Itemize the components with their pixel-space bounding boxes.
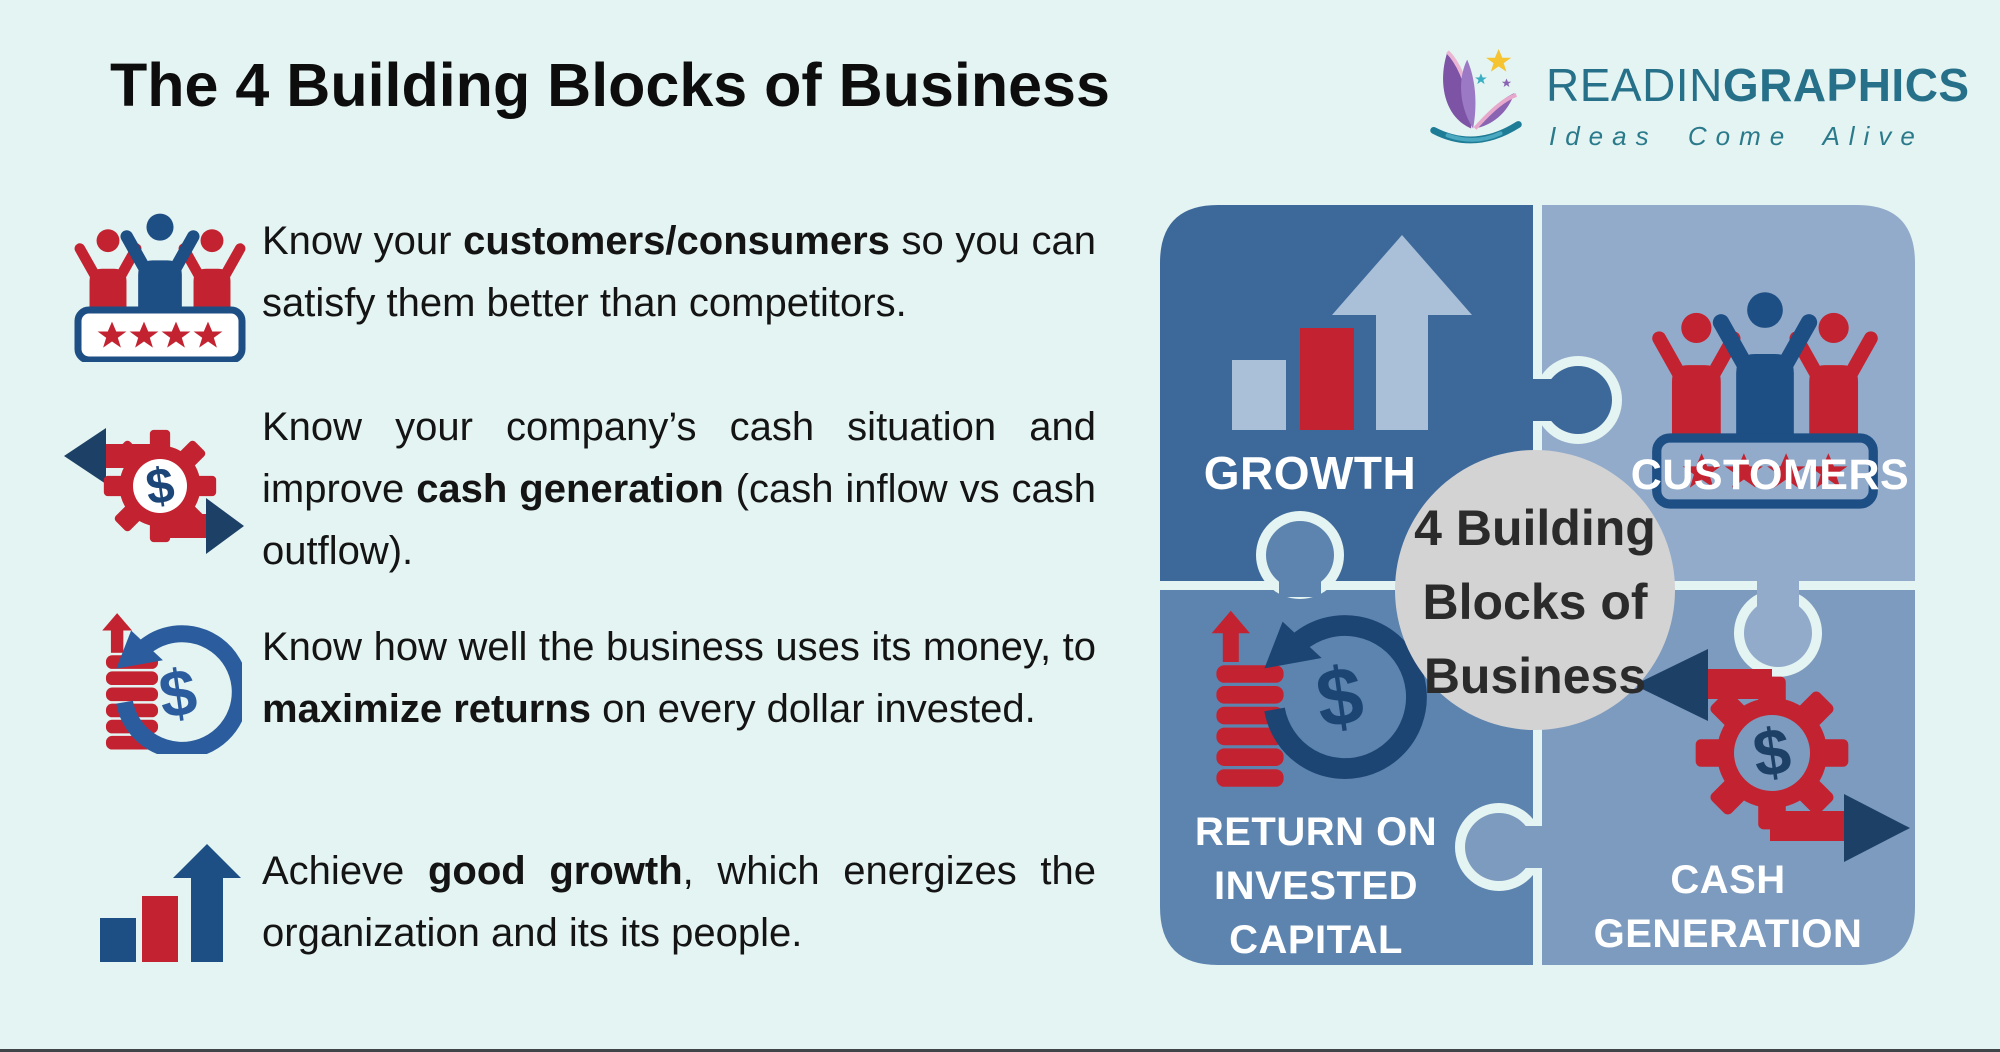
coin-stack-return-cycle-icon: $ — [102, 613, 242, 754]
label-growth: GROWTH — [1204, 447, 1417, 499]
puzzle-knob — [1510, 356, 1622, 444]
center-circle — [1395, 450, 1675, 730]
open-book-with-stars-icon — [1430, 49, 1522, 144]
page-title: The 4 Building Blocks of Business — [110, 51, 1110, 119]
svg-text:$: $ — [155, 654, 202, 732]
label-customers: CUSTOMERS — [1631, 451, 1909, 499]
puzzle-knob — [1455, 803, 1549, 891]
growth-bars-arrow-icon — [100, 844, 241, 962]
center-title-line2: Blocks of — [1422, 574, 1647, 630]
bottom-edge-line — [0, 1049, 2000, 1052]
four-building-blocks-puzzle: $ $ GROWTH CUSTOMERS RETURN ON INVESTED … — [1160, 205, 1915, 965]
bullet-text: Know your customers/consumers so you can… — [262, 219, 1096, 325]
cheering-customers-rating-icon — [74, 210, 246, 362]
bullet-text: Achieve good growth, which energizes the… — [262, 849, 1096, 955]
center-title-line3: Business — [1424, 648, 1646, 704]
label-roic-line3: CAPITAL — [1229, 918, 1403, 962]
puzzle-knob — [1256, 511, 1344, 599]
cheering-customers-rating-icon — [1652, 292, 1878, 509]
label-roic-line2: INVESTED — [1214, 864, 1418, 908]
brand-name: READINGRAPHICS — [1546, 59, 1970, 111]
bullet-text: Know how well the business uses its mone… — [262, 625, 1096, 731]
puzzle-knob — [1734, 581, 1822, 677]
label-cash-line2: GENERATION — [1594, 912, 1863, 956]
readinggraphics-logo: READINGRAPHICS Ideas Come Alive — [1418, 38, 1970, 156]
label-cash-line1: CASH — [1670, 858, 1785, 902]
brand-tagline: Ideas Come Alive — [1549, 121, 1924, 151]
cash-flow-gear-dollar-icon: $ — [64, 428, 244, 554]
growth-bars-arrow-icon — [1232, 235, 1472, 430]
label-roic-line1: RETURN ON — [1195, 810, 1437, 854]
bullet-text: Know your company’s cash situation and i… — [262, 405, 1096, 573]
cash-flow-gear-dollar-icon: $ — [1634, 649, 1910, 862]
logo-text: READINGRAPHICS Ideas Come Alive — [1546, 58, 1970, 152]
center-title-line1: 4 Building — [1414, 500, 1656, 556]
